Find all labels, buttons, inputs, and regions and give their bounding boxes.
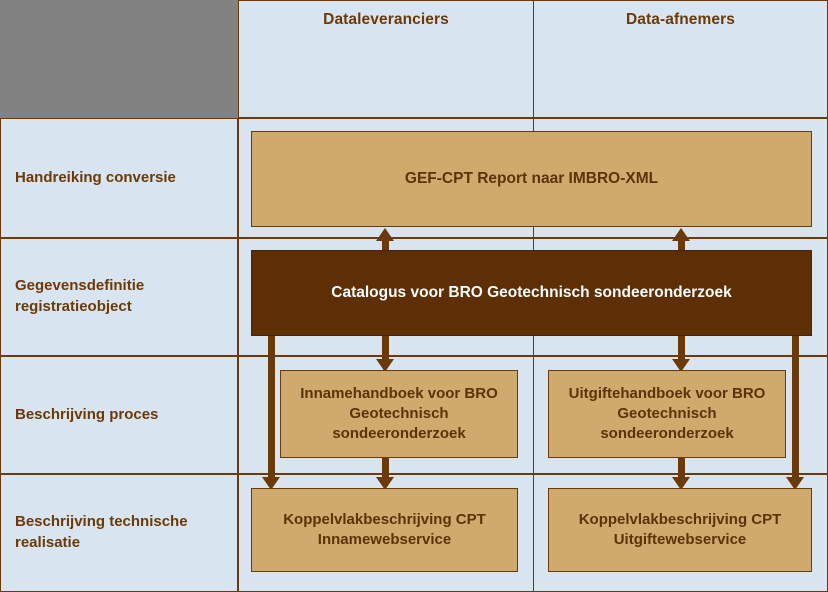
connector-catalogus-to-uitgiftehandboek [672, 334, 690, 372]
arrowhead-down-icon [786, 477, 804, 490]
arrowhead-down-icon [672, 359, 690, 372]
box-label: Innamehandboek voor BRO Geotechnisch son… [300, 385, 498, 442]
arrow-shaft [677, 239, 685, 258]
box-koppelvlak-uitgifte[interactable]: Koppelvlakbeschrijving CPT Uitgiftewebse… [548, 488, 812, 572]
box-label: Uitgiftehandboek voor BRO Geotechnisch s… [568, 385, 766, 442]
row-label-text: Gegevensdefinitie registratieobject [15, 277, 145, 315]
connector-catalogus-to-koppelvlak-inname-bypass [262, 334, 280, 490]
box-label: Catalogus voor BRO Geotechnisch sondeero… [331, 283, 732, 301]
arrow-shaft [381, 334, 389, 361]
box-innamehandboek[interactable]: Innamehandboek voor BRO Geotechnisch son… [280, 370, 518, 458]
arrowhead-up-icon [376, 228, 394, 241]
connector-catalogus-to-gef-right [672, 228, 690, 258]
connector-innamehandboek-to-koppelvlak-inname [376, 456, 394, 490]
column-header-label: Dataleveranciers [323, 11, 449, 28]
row-label-text: Handreiking conversie [15, 168, 176, 186]
connector-catalogus-to-innamehandboek [376, 334, 394, 372]
arrowhead-up-icon [672, 228, 690, 241]
arrow-shaft [381, 456, 389, 479]
arrow-shaft [267, 334, 275, 479]
box-catalogus[interactable]: Catalogus voor BRO Geotechnisch sondeero… [251, 250, 812, 336]
box-gef-cpt-report[interactable]: GEF-CPT Report naar IMBRO-XML [251, 131, 812, 227]
row-label-handreiking-conversie: Handreiking conversie [0, 118, 238, 238]
arrowhead-down-icon [376, 477, 394, 490]
row-label-beschrijving-proces: Beschrijving proces [0, 356, 238, 474]
connector-catalogus-to-gef-left [376, 228, 394, 258]
grid-corner-cell [0, 0, 238, 118]
arrow-shaft [677, 456, 685, 479]
arrowhead-down-icon [262, 477, 280, 490]
box-koppelvlak-inname[interactable]: Koppelvlakbeschrijving CPT Innamewebserv… [251, 488, 518, 572]
box-label: GEF-CPT Report naar IMBRO-XML [404, 169, 659, 187]
row-label-beschrijving-technische-realisatie: Beschrijving technische realisatie [0, 474, 238, 592]
row-label-text: Beschrijving technische realisatie [15, 513, 188, 551]
arrowhead-down-icon [672, 477, 690, 490]
arrowhead-down-icon [376, 359, 394, 372]
box-uitgiftehandboek[interactable]: Uitgiftehandboek voor BRO Geotechnisch s… [548, 370, 786, 458]
arrow-shaft [677, 334, 685, 361]
box-label: Koppelvlakbeschrijving CPT Innamewebserv… [283, 511, 486, 548]
column-header-label: Data-afnemers [626, 11, 735, 28]
connector-catalogus-to-koppelvlak-uitgifte-bypass [786, 334, 804, 490]
arrow-shaft [381, 239, 389, 258]
arrow-shaft [791, 334, 799, 479]
row-label-gegevensdefinitie-registratieobject: Gegevensdefinitie registratieobject [0, 238, 238, 356]
box-label: Koppelvlakbeschrijving CPT Uitgiftewebse… [578, 511, 782, 548]
row-label-text: Beschrijving proces [15, 405, 159, 423]
column-header-data-afnemers: Data-afnemers [533, 0, 828, 118]
column-header-dataleveranciers: Dataleveranciers [238, 0, 534, 118]
connector-uitgiftehandboek-to-koppelvlak-uitgifte [672, 456, 690, 490]
